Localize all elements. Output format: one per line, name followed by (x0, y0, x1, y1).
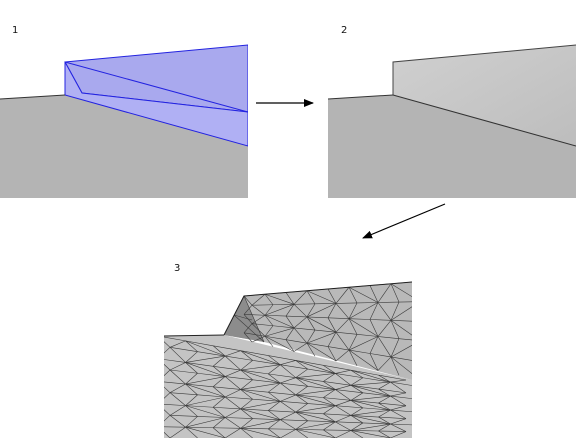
step-3-label: 3 (174, 263, 181, 274)
ground-surface (328, 95, 576, 198)
step-2-label: 2 (341, 25, 348, 36)
step-1-label: 1 (12, 25, 19, 36)
mesh-top-surface (224, 282, 412, 380)
selected-front-face (64, 61, 248, 147)
step-2-geometry-view (328, 44, 576, 198)
raised-block-face (393, 45, 576, 146)
step-3-mesh-view (164, 281, 412, 438)
ground-surface (0, 95, 248, 198)
arrow-2-to-3 (362, 203, 446, 239)
mesh-front-wall (224, 296, 264, 342)
mesh-ground-surface (164, 335, 412, 438)
step-1-geometry-view (0, 44, 248, 198)
